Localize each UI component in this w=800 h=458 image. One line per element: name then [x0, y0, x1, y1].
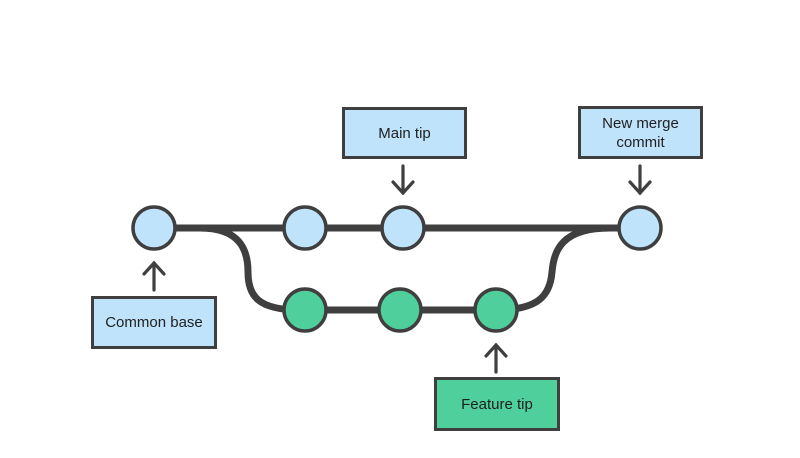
new-merge-commit-label-box: New merge commit: [578, 106, 703, 159]
main-tip-label: Main tip: [378, 124, 431, 142]
main-tip-label-box: Main tip: [342, 107, 467, 159]
feature-tip-label-box: Feature tip: [434, 377, 560, 431]
commit-new-merge: [617, 205, 663, 251]
commit-feature-tip: [473, 287, 519, 333]
commit-feature-2: [377, 287, 423, 333]
arrow-feature-tip: [484, 342, 508, 374]
commit-main-1: [282, 205, 328, 251]
arrow-main-tip: [391, 164, 415, 196]
common-base-label-box: Common base: [91, 296, 217, 349]
commit-feature-1: [282, 287, 328, 333]
common-base-label: Common base: [105, 314, 203, 331]
arrow-common-base: [142, 260, 166, 292]
commit-common-base: [131, 205, 177, 251]
feature-tip-label: Feature tip: [461, 395, 533, 413]
new-merge-commit-label: New merge commit: [602, 114, 679, 151]
commit-main-tip: [380, 205, 426, 251]
arrow-new-merge-commit: [628, 164, 652, 196]
